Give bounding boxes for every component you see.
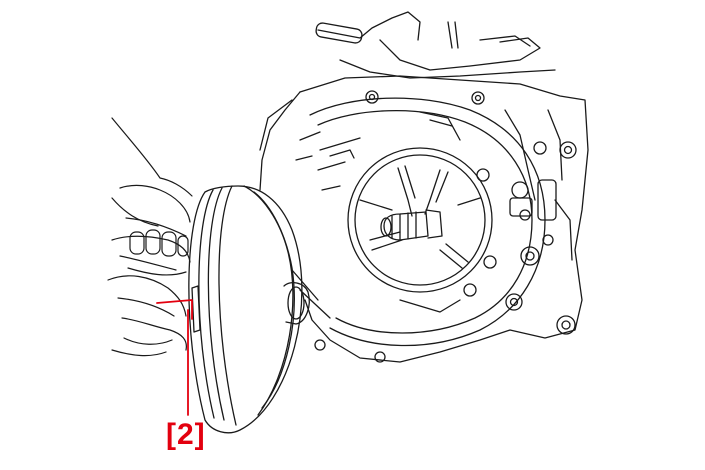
pulley-disc bbox=[188, 185, 310, 434]
callout-marker bbox=[156, 299, 193, 416]
hands bbox=[107, 117, 193, 357]
transmission-housing bbox=[259, 11, 589, 363]
callout-label: [2] bbox=[166, 418, 206, 451]
